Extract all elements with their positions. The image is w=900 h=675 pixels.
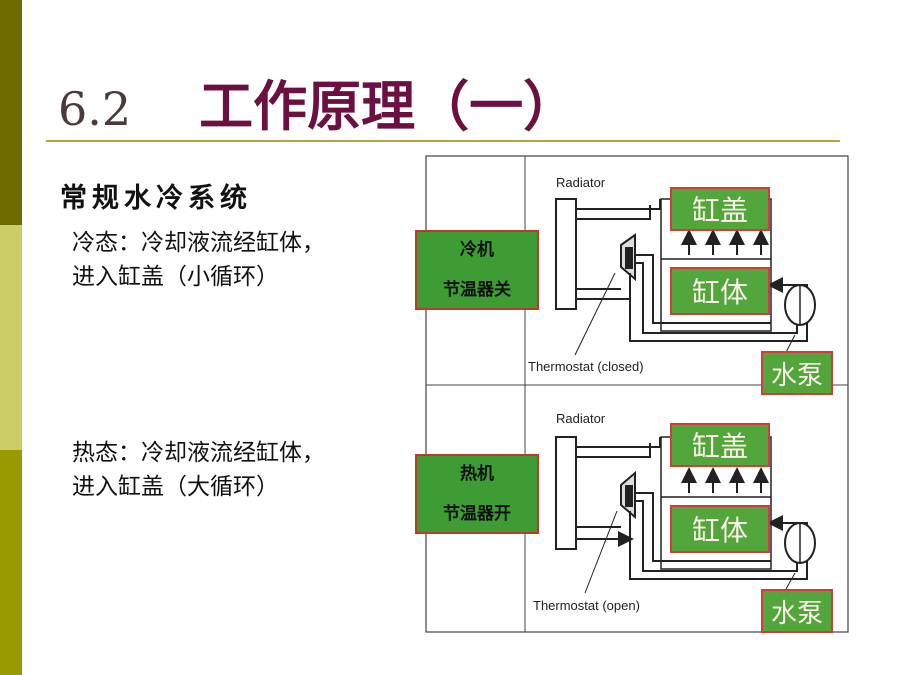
top-head-label: 缸盖 <box>670 187 770 231</box>
bottom-block-label: 缸体 <box>670 505 770 553</box>
bottom-pump-label: 水泵 <box>761 589 833 633</box>
diagram-frame <box>425 155 849 633</box>
bottom-radiator <box>555 436 577 550</box>
cold-state-line-1: 冷机 <box>460 240 494 260</box>
hot-state-text: 热态：冷却液流经缸体， 进入缸盖（大循环） <box>72 436 402 504</box>
top-pump-label: 水泵 <box>761 351 833 395</box>
title-text: 工作原理（一） <box>199 75 578 138</box>
decor-bar-middle <box>0 225 22 450</box>
section-number: 6.2 <box>58 82 132 136</box>
hot-line-2: 进入缸盖（大循环） <box>72 474 279 500</box>
title-divider <box>46 140 840 142</box>
hot-state-line-1: 热机 <box>460 464 494 484</box>
top-thermostat-label: Thermostat (closed) <box>528 359 644 374</box>
cold-state-text: 冷态：冷却液流经缸体， 进入缸盖（小循环） <box>72 226 402 294</box>
bottom-radiator-label: Radiator <box>556 411 606 426</box>
cold-state-box: 冷机 节温器关 <box>415 230 539 310</box>
decor-bar-bottom <box>0 450 22 675</box>
bottom-thermostat-label: Thermostat (open) <box>533 598 640 613</box>
slide-title: 6.2 工作原理（一） <box>58 62 577 142</box>
hot-line-1: 热态：冷却液流经缸体， <box>72 440 325 466</box>
top-radiator-label: Radiator <box>556 175 606 190</box>
diagram-drawing: Radiator <box>425 155 849 633</box>
cold-line-1: 冷态：冷却液流经缸体， <box>72 230 325 256</box>
bottom-head-label: 缸盖 <box>670 423 770 467</box>
cooling-system-diagram: Radiator <box>425 155 849 633</box>
cold-state-line-2: 节温器关 <box>443 280 511 300</box>
top-circuit: Radiator <box>528 175 816 384</box>
top-block-label: 缸体 <box>670 267 770 315</box>
hot-state-box: 热机 节温器开 <box>415 454 539 534</box>
top-radiator <box>555 198 577 310</box>
section-subtitle: 常规水冷系统 <box>60 183 252 214</box>
hot-state-line-2: 节温器开 <box>443 504 511 524</box>
cold-line-2: 进入缸盖（小循环） <box>72 264 279 290</box>
decor-bar-top <box>0 0 22 225</box>
